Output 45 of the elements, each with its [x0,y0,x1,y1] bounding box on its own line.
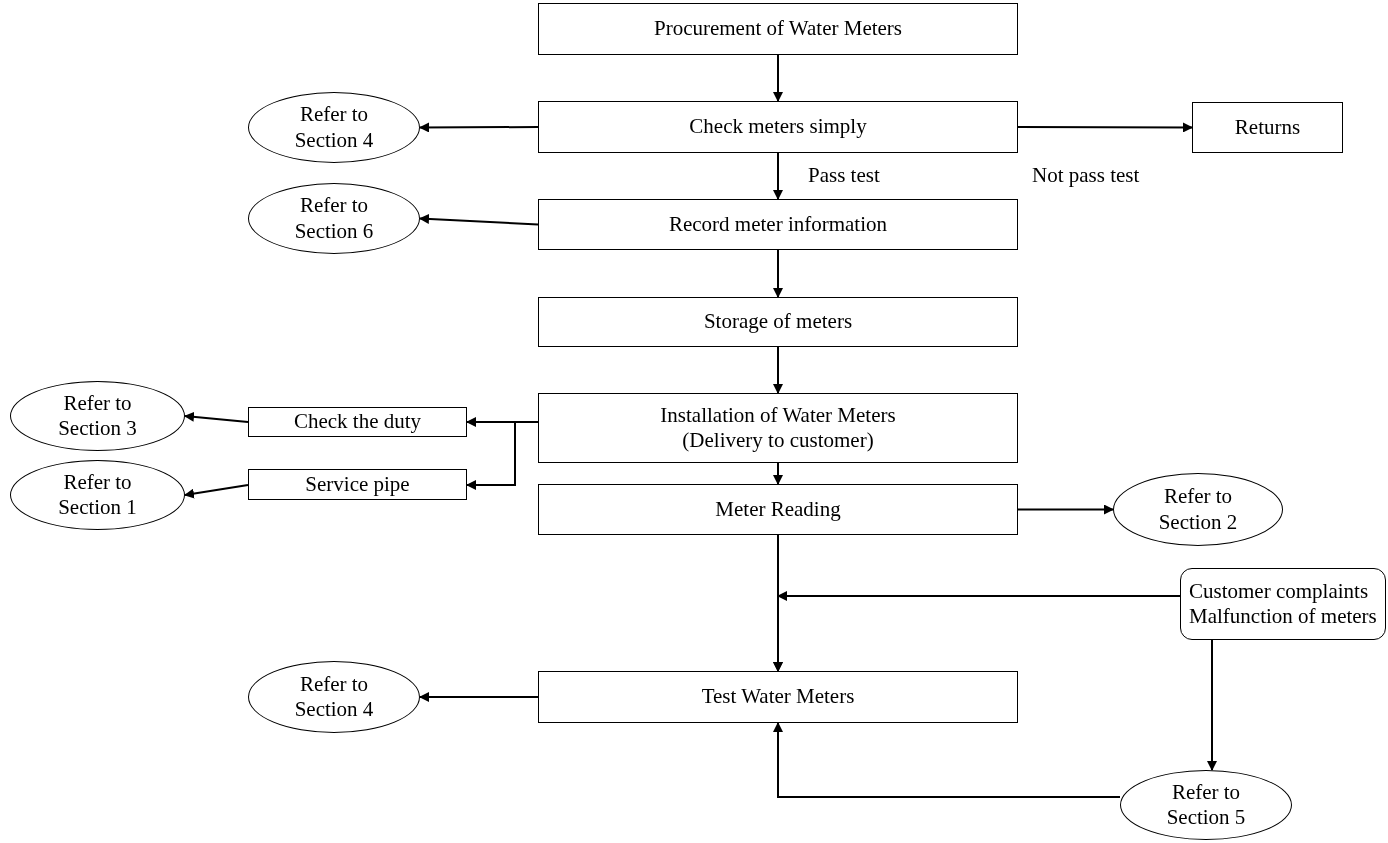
node-text: Service pipe [305,471,410,498]
arrow [773,722,1121,798]
node-text: Refer to Section 3 [57,390,138,442]
arrow [184,411,249,423]
input-box [1180,568,1386,640]
arrow [419,213,539,226]
arrow [773,591,1181,672]
node-text: Customer complaints Malfunction of meters [1189,578,1377,630]
process-box [538,671,1018,723]
node-text: Check the duty [293,409,422,435]
arrow [773,54,783,102]
arrow [773,462,783,485]
arrow [419,692,539,702]
node-text: Refer to Section 6 [293,193,375,244]
process-box [538,199,1018,250]
arrow [773,152,783,200]
node-text: Meter Reading [715,496,841,523]
process-box [538,297,1018,347]
node-text: Refer to Section 4 [293,102,375,153]
process-box [538,101,1018,153]
arrow [773,346,783,394]
node-text: Refer to Section 2 [1157,484,1239,535]
arrow [773,249,783,298]
node-text: Installation of Water Meters (Delivery to customer) [659,402,897,454]
arrow [1207,639,1217,771]
process-box [248,469,467,500]
node-text: Refer to Section 4 [293,671,375,723]
node-text: Returns [1234,114,1301,141]
process-box [538,3,1018,55]
arrow [1017,122,1193,133]
node-text: Check meters simply [689,114,867,140]
process-box [538,393,1018,463]
arrow [419,122,539,133]
node-text: Procurement of Water Meters [653,16,903,42]
arrow [184,484,249,499]
node-text: Test Water Meters [701,684,855,710]
arrow [1017,504,1114,515]
node-text: Storage of meters [703,309,853,335]
node-text: Refer to Section 1 [57,469,138,521]
node-text: Record meter information [668,211,888,238]
process-box [248,407,467,437]
process-box [538,484,1018,535]
process-box [1192,102,1343,153]
arrow [466,421,539,490]
node-text: Refer to Section 5 [1165,779,1247,831]
